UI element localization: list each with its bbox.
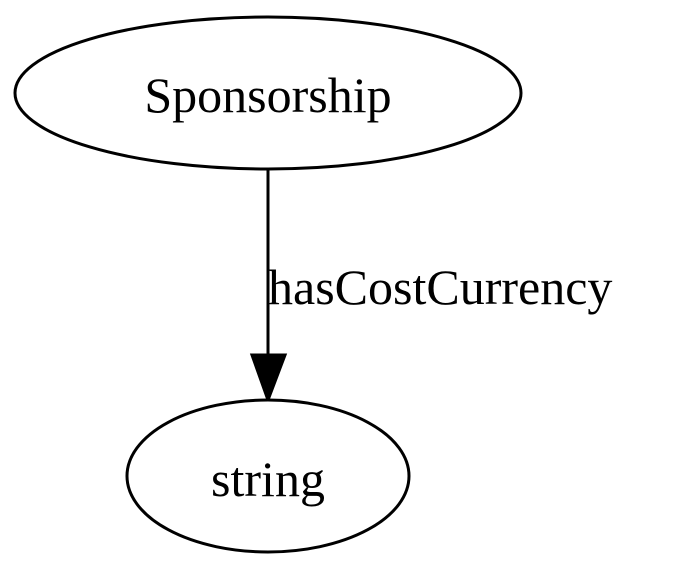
node-sponsorship-shape (13, 15, 523, 171)
arrowhead-icon (249, 353, 288, 405)
node-string-shape (125, 398, 411, 554)
node-sponsorship: Sponsorship (13, 15, 523, 171)
edge-label: hasCostCurrency (268, 259, 612, 315)
node-string-label: string (211, 451, 325, 507)
node-sponsorship-label: Sponsorship (144, 67, 391, 123)
edge-sponsorship-to-string: hasCostCurrency (249, 170, 612, 405)
node-string: string (125, 398, 411, 554)
